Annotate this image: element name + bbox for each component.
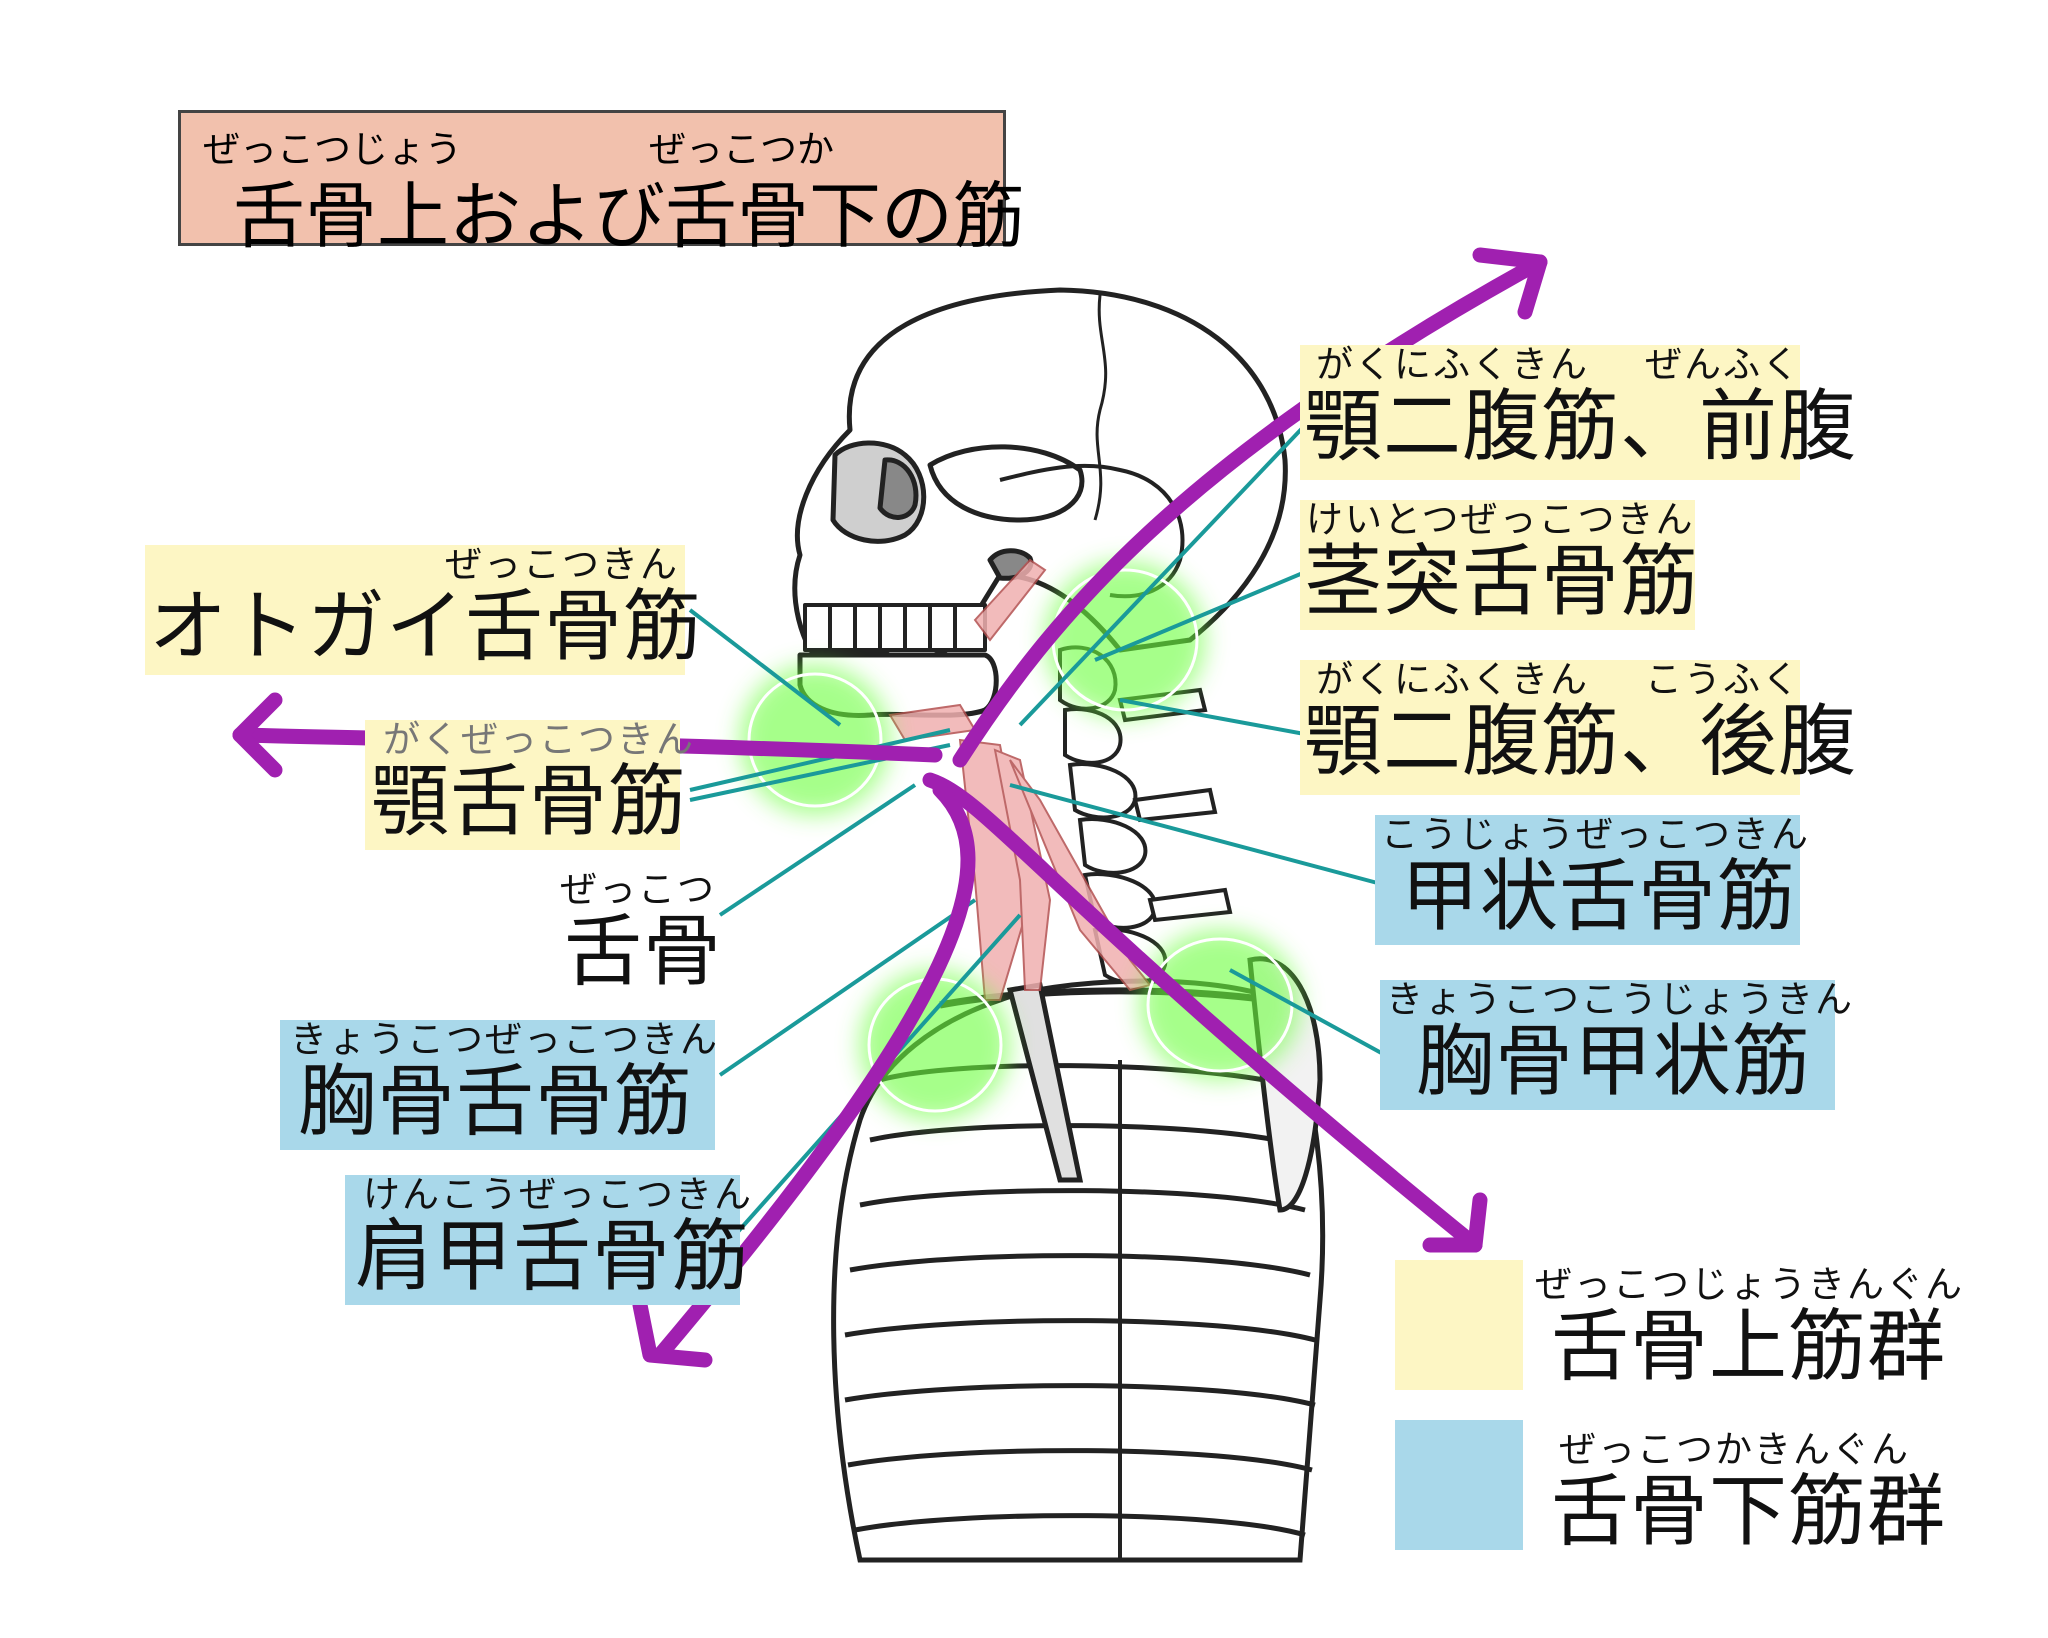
title-furigana-right: ぜっこつか [649,128,834,171]
skull-illustration [792,287,1288,718]
label-gakunifukukin-zenpuku: がくにふくきん ぜんふく 顎二腹筋、前腹 [1300,345,1858,480]
label-furigana: ぜっこつ [560,868,716,911]
legend-swatch-suprahyoid [1395,1260,1523,1390]
title-box: ぜっこつじょう ぜっこつか 舌骨上および舌骨下の筋 [178,110,1025,258]
label-text: 顎舌骨筋 [371,757,688,847]
label-text: 顎二腹筋、前腹 [1304,382,1858,472]
legend-label-infrahyoid: ぜっこつかきんぐん 舌骨下筋群 [1535,1430,1955,1560]
label-furigana-row: がくにふくきん ぜんふく [1300,345,1800,385]
legend-swatch-infrahyoid [1395,1420,1523,1550]
label-otogai-zekkotsukin: ぜっこつきん オトガイ舌骨筋 [145,543,703,675]
label-text: 茎突舌骨筋 [1304,537,1700,627]
label-keitotsuzekkotsukin: けいとつぜっこつきん 茎突舌骨筋 [1300,498,1700,630]
label-kyoukotsukoujoukin: きょうこつこうじょうきん 胸骨甲状筋 [1380,978,1854,1110]
label-furigana-right: こうふく [1645,658,1801,701]
label-text: 甲状舌骨筋 [1401,852,1797,942]
label-furigana: がくぜっこつきん [383,718,695,761]
label-furigana: ぜっこつきん [445,543,679,586]
direction-arrows [232,247,1548,1368]
label-text: オトガイ舌骨筋 [149,582,703,672]
label-furigana-row: がくにふくきん こうふく [1300,660,1800,700]
label-furigana: けんこうぜっこつきん [363,1173,753,1216]
label-text: 舌骨 [564,907,723,997]
label-text: 顎二腹筋、後腹 [1304,697,1858,787]
legend-furigana: ぜっこつかきんぐん [1559,1428,1910,1471]
label-text: 肩甲舌骨筋 [355,1212,751,1302]
label-zekkotsu: ぜっこつ 舌骨 [560,868,723,997]
title-furigana-left: ぜっこつじょう [203,128,462,171]
label-gakunifukukin-kouhuku: がくにふくきん こうふく 顎二腹筋、後腹 [1300,660,1858,795]
highlight-regions [740,562,1300,1120]
page-title: 舌骨上および舌骨下の筋 [233,174,1026,258]
legend-text: 舌骨上筋群 [1551,1302,1947,1392]
label-furigana-right: ぜんふく [1645,343,1801,386]
label-furigana-left: がくにふくきん [1316,658,1589,701]
ribcage-illustration [831,956,1326,1563]
label-kenkouzekkotsukin: けんこうぜっこつきん 肩甲舌骨筋 [345,1173,753,1305]
label-kyoukotsuzekkotsukin: きょうこつぜっこつきん 胸骨舌骨筋 [280,1018,719,1150]
label-text: 胸骨舌骨筋 [298,1057,694,1147]
label-furigana: けいとつぜっこつきん [1306,498,1695,541]
legend-label-suprahyoid: ぜっこつじょうきんぐん 舌骨上筋群 [1535,1263,1964,1395]
legend-furigana: ぜっこつじょうきんぐん [1535,1263,1964,1306]
label-furigana: きょうこつぜっこつきん [290,1018,719,1061]
label-koujouzekkotsukin: こうじょうぜっこつきん 甲状舌骨筋 [1375,813,1810,945]
label-furigana: きょうこつこうじょうきん [1386,978,1854,1021]
legend-text: 舌骨下筋群 [1551,1467,1947,1557]
label-furigana: こうじょうぜっこつきん [1381,813,1810,856]
label-gakuzekkotsukin: がくぜっこつきん 顎舌骨筋 [365,718,695,850]
label-furigana-left: がくにふくきん [1316,343,1589,386]
label-text: 胸骨甲状筋 [1416,1017,1812,1107]
